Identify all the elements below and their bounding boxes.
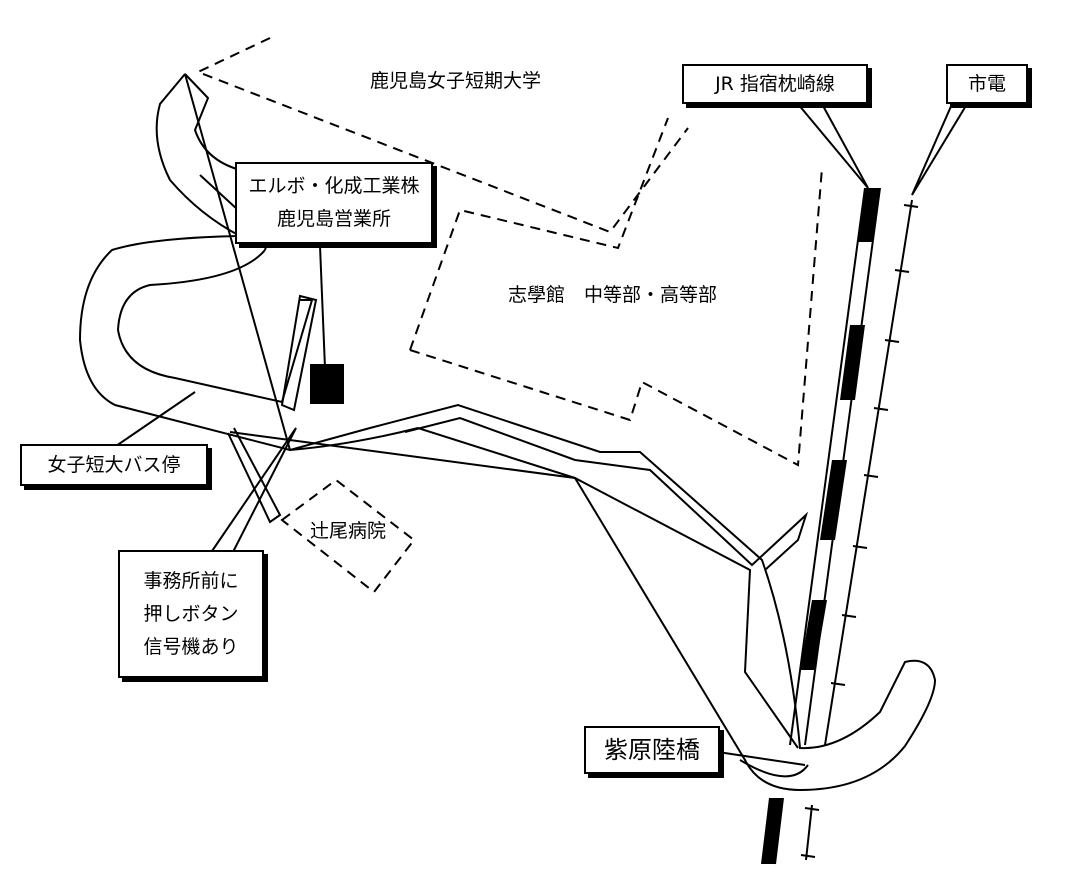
side-road	[227, 427, 282, 524]
bridge-callout: 紫原陸橋	[584, 726, 720, 774]
bridge-label: 紫原陸橋	[604, 736, 700, 764]
school-boundary-lower	[409, 167, 823, 467]
inner-strip	[404, 416, 809, 571]
loop-road	[116, 249, 314, 404]
road-to-bridge	[229, 431, 799, 749]
hospital-label: 辻尾病院	[310, 520, 387, 542]
bus-stop-callout: 女子短大バス停	[20, 444, 208, 486]
tram-ties	[800, 204, 919, 858]
main-road-outer	[78, 73, 937, 792]
jr-rail-blocks	[762, 188, 880, 864]
signal-line-3: 信号機あり	[143, 635, 239, 658]
signal-line-1: 事務所前に	[143, 569, 239, 592]
leader-bridge	[717, 751, 806, 766]
school-label: 志學館 中等部・高等部	[508, 284, 718, 306]
tram-callout: 市電	[946, 64, 1028, 104]
company-office: 鹿児島営業所	[276, 208, 391, 230]
leader-company-down	[319, 245, 326, 369]
leader-tram	[911, 103, 968, 196]
company-callout: エルボ・化成工業株 鹿児島営業所	[235, 162, 433, 244]
leader-jr	[797, 103, 869, 189]
leader-bus-stop	[115, 391, 196, 447]
university-label: 鹿児島女子短期大学	[370, 70, 542, 92]
main-road-inner	[155, 73, 241, 237]
university-boundary	[195, 37, 689, 234]
tram-line	[824, 199, 913, 746]
company-name: エルボ・化成工業株	[248, 175, 420, 197]
signal-line-2: 押しボタン	[143, 602, 239, 625]
north-road	[280, 294, 318, 412]
bus-stop-label: 女子短大バス停	[47, 453, 181, 476]
signal-callout: 事務所前に 押しボタン 信号機あり	[118, 550, 264, 678]
leader-company	[199, 174, 239, 211]
bridge-approach	[739, 759, 809, 778]
school-boundary	[409, 117, 669, 351]
jr-line-callout: JR 指宿枕崎線	[682, 64, 868, 104]
tram-label: 市電	[967, 72, 1006, 95]
jr-rail-outline-left	[789, 187, 866, 746]
leader-signal	[209, 427, 297, 555]
destination-marker	[310, 364, 344, 404]
tram-line-south	[805, 804, 813, 861]
jr-line-label: JR 指宿枕崎線	[715, 72, 835, 95]
